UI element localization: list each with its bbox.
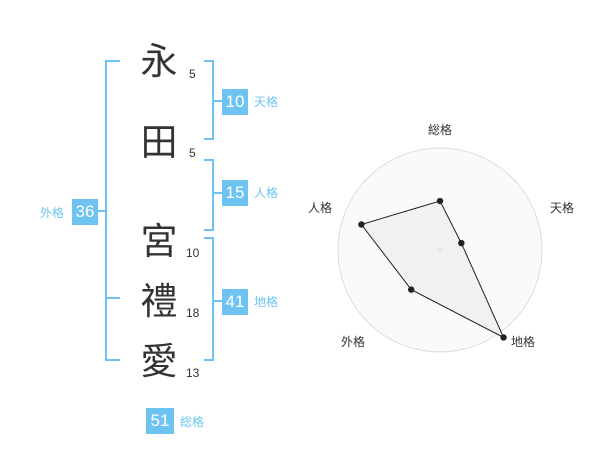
name-char-2: 田 bbox=[140, 121, 178, 164]
radar-label-soukaku: 総格 bbox=[428, 123, 453, 137]
chikaku-badge: 41 bbox=[222, 289, 248, 315]
name-char-5: 愛 bbox=[140, 340, 178, 383]
gaikaku-badge: 36 bbox=[72, 199, 98, 225]
name-char-4: 禮 bbox=[140, 280, 178, 323]
jinkaku-badge: 15 bbox=[222, 180, 248, 206]
stroke-count-5: 13 bbox=[186, 366, 200, 380]
chikaku-label: 地格 bbox=[254, 295, 279, 309]
stroke-count-4: 18 bbox=[186, 306, 200, 320]
radar-label-chikaku: 地格 bbox=[511, 335, 536, 349]
radar-point-2 bbox=[458, 239, 465, 247]
radar-polygon bbox=[360, 200, 505, 339]
tenkaku-label: 天格 bbox=[254, 95, 279, 109]
radar-point-4 bbox=[408, 286, 415, 293]
stroke-count-1: 5 bbox=[189, 67, 196, 81]
jinkaku-bracket bbox=[204, 159, 214, 231]
chikaku-bracket bbox=[204, 237, 214, 361]
jinkaku-label: 人格 bbox=[254, 186, 279, 200]
tenkaku-badge: 10 bbox=[222, 89, 248, 115]
radar-point-3 bbox=[500, 334, 507, 341]
gaikaku-label: 外格 bbox=[40, 206, 65, 220]
soukaku-label: 総格 bbox=[180, 415, 205, 429]
radar-point-5 bbox=[358, 221, 365, 228]
radar-point-1 bbox=[436, 197, 444, 205]
radar-points bbox=[358, 197, 507, 341]
name-char-3: 宮 bbox=[140, 220, 178, 263]
radar-label-gaikaku: 外格 bbox=[341, 335, 366, 349]
radar-label-tenkaku: 天格 bbox=[550, 201, 575, 215]
stroke-count-3: 10 bbox=[186, 246, 200, 260]
stroke-count-2: 5 bbox=[189, 146, 196, 160]
radar-label-jinkaku: 人格 bbox=[308, 201, 333, 215]
soukaku-badge: 51 bbox=[146, 408, 174, 434]
name-char-1: 永 bbox=[140, 40, 178, 83]
